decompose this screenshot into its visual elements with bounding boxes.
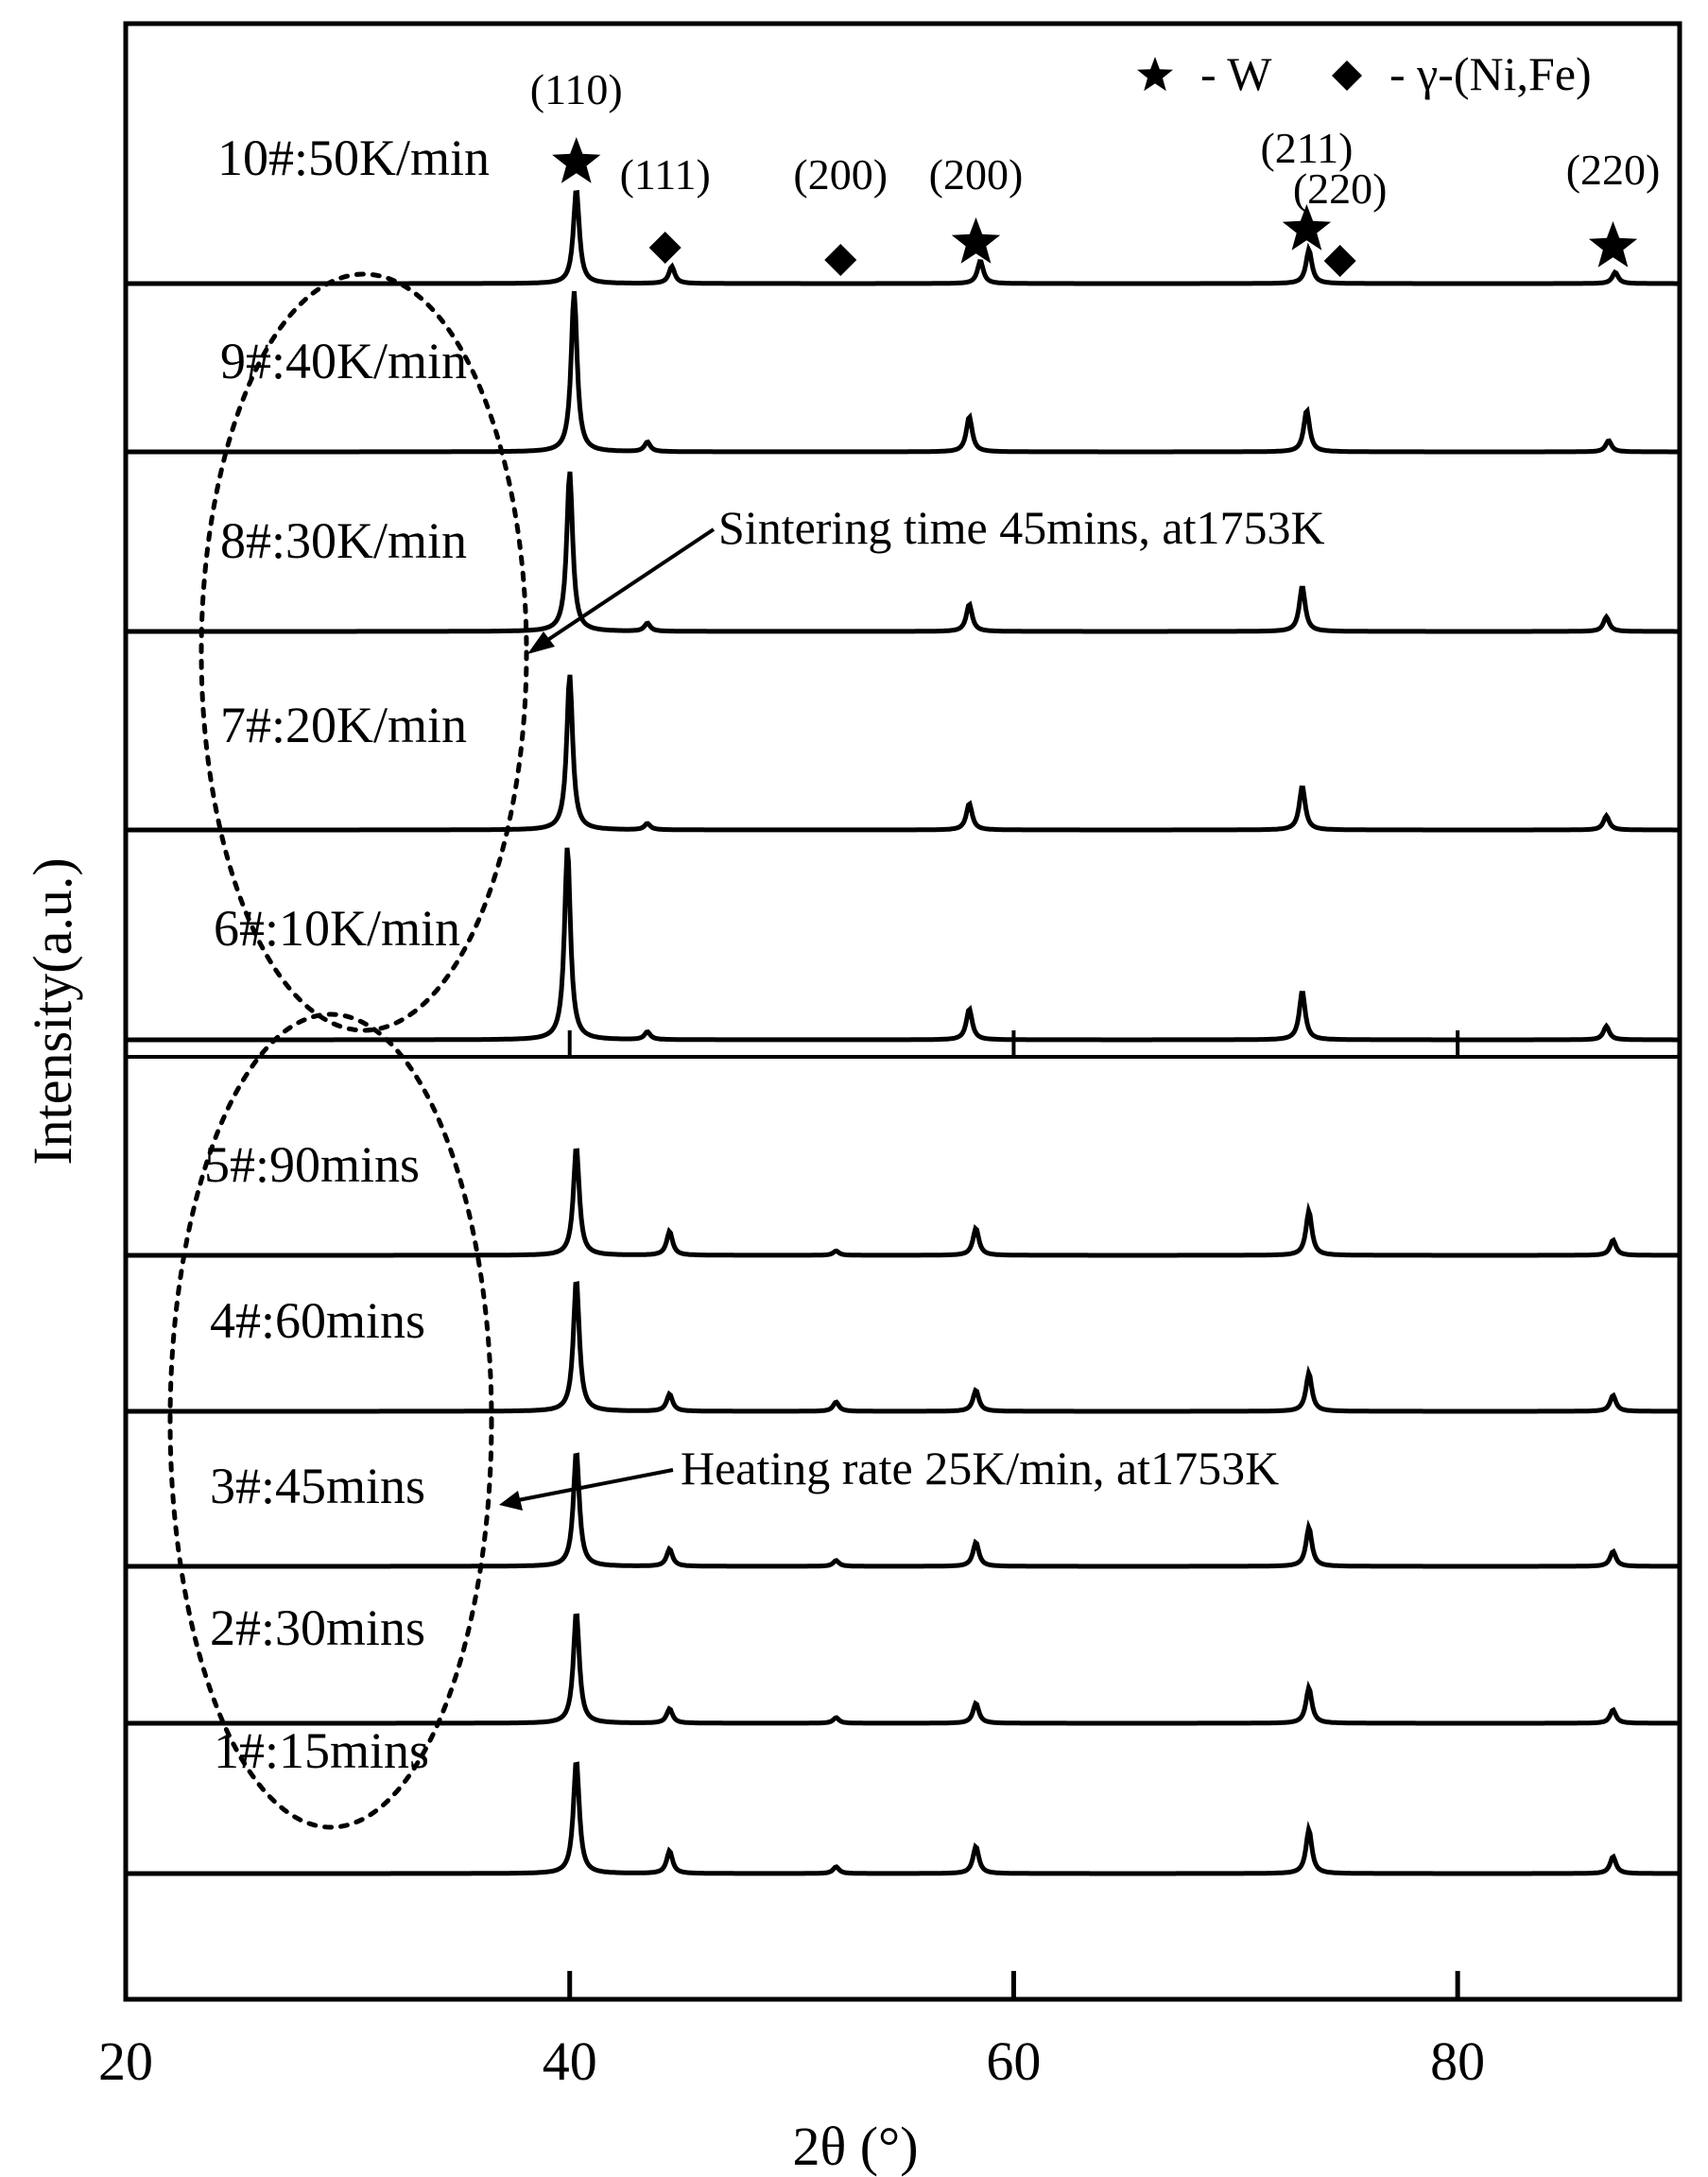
y-axis-label: Intensity(a.u.) — [22, 857, 83, 1165]
plot-frame — [123, 21, 1682, 2002]
peak-labels-layer: (110)(111)(200)(200)(211)(220)(220) — [530, 65, 1661, 213]
series-line — [128, 1148, 1678, 1258]
legend-entry-nife: - γ-(Ni,Fe) — [1389, 47, 1592, 100]
group-ellipse-heating-rate — [198, 271, 529, 1033]
annotation-heating: Heating rate 25K/min, at1753K — [681, 1442, 1279, 1495]
series-line — [128, 674, 1678, 833]
nife-peak-marker — [1323, 245, 1356, 277]
series-label: 9#:40K/min — [220, 333, 467, 389]
w-peak-marker — [1282, 204, 1332, 251]
ticks-layer: 20 40 60 80 — [98, 1030, 1485, 2092]
w-peak-marker — [1588, 221, 1638, 268]
series-line — [128, 290, 1678, 455]
w-peak-marker — [552, 137, 601, 183]
series-label: 8#:30K/min — [220, 512, 467, 569]
series-line — [128, 1613, 1678, 1726]
series-label: 5#:90mins — [204, 1136, 420, 1193]
series-label: 4#:60mins — [210, 1292, 425, 1349]
peak-index-label: (220) — [1566, 146, 1661, 194]
x-tick-label: 20 — [98, 2030, 153, 2092]
annotation-sintering: Sintering time 45mins, at1753K — [718, 501, 1325, 554]
legend-star-marker — [1137, 57, 1173, 92]
annotation-arrow-sintering — [542, 527, 716, 645]
w-peak-marker — [951, 217, 1001, 264]
group-ellipse-sintering-time — [167, 1011, 494, 1830]
peak-index-label: (200) — [929, 150, 1024, 199]
legend-entry-w: - W — [1200, 47, 1272, 100]
peak-index-label: (111) — [620, 150, 711, 199]
annotation-arrowhead-sintering — [527, 631, 555, 654]
markers-layer — [552, 137, 1638, 277]
series-line — [128, 1281, 1678, 1414]
annotation-arrowhead-heating — [499, 1491, 523, 1511]
series-line — [128, 189, 1678, 286]
series-label: 3#:45mins — [210, 1458, 425, 1514]
x-tick-label: 60 — [986, 2030, 1041, 2092]
series-label: 7#:20K/min — [220, 697, 467, 753]
peak-index-label: (200) — [793, 150, 888, 199]
nife-peak-marker — [648, 232, 681, 264]
x-tick-label: 40 — [543, 2030, 597, 2092]
series-labels-layer: 10#:50K/min 9#:40K/min 8#:30K/min 7#:20K/mi… — [204, 130, 490, 1779]
series-label: 1#:15mins — [214, 1722, 429, 1779]
x-tick-label: 80 — [1430, 2030, 1485, 2092]
nife-peak-marker — [824, 244, 857, 276]
series-line — [128, 1452, 1678, 1569]
peak-index-label: (211) — [1260, 124, 1353, 172]
legend-diamond-marker — [1332, 60, 1362, 91]
peak-index-label: (110) — [530, 65, 623, 113]
x-axis-label: 2θ (°) — [792, 2116, 918, 2177]
series-line — [128, 471, 1678, 634]
series-label: 2#:30mins — [210, 1599, 425, 1656]
peak-index-label: (220) — [1293, 164, 1388, 213]
annotation-arrow-heating — [517, 1468, 674, 1502]
legend: - W - γ-(Ni,Fe) — [1137, 47, 1592, 100]
series-label: 10#:50K/min — [217, 130, 490, 186]
series-line — [128, 1761, 1678, 1876]
